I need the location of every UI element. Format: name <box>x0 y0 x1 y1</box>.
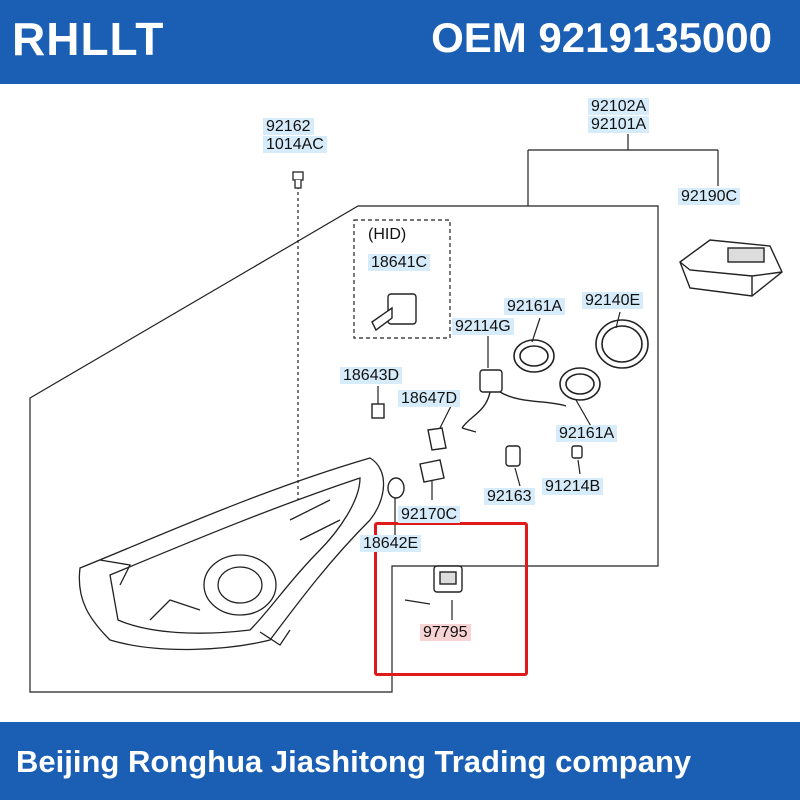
bolt-icon <box>292 171 304 189</box>
brand-name: RHLLT <box>12 13 165 65</box>
part-label-92114g: 92114G <box>452 318 514 335</box>
company-name: Beijing Ronghua Jiashitong Trading compa… <box>16 744 692 779</box>
part-label-92102a: 92102A <box>588 98 650 115</box>
bulb-icons <box>371 403 583 499</box>
part-label-92140e: 92140E <box>582 292 644 309</box>
socket-harness-icon <box>461 369 567 433</box>
part-label-97795: 97795 <box>420 624 471 641</box>
part-label-1014ac: 1014AC <box>263 136 327 153</box>
hid-box <box>353 219 451 339</box>
hid-bulb-icon <box>371 293 417 332</box>
cap-icons <box>513 319 649 401</box>
part-label-92163: 92163 <box>484 488 535 505</box>
part-label-18643d: 18643D <box>340 367 403 384</box>
highlight-box <box>374 522 528 676</box>
header-banner: RHLLT OEM 9219135000 <box>0 0 800 84</box>
footer-banner: Beijing Ronghua Jiashitong Trading compa… <box>0 722 800 800</box>
part-label-92161a-1: 92161A <box>504 298 566 315</box>
part-label-92170c: 92170C <box>398 506 461 523</box>
part-label-92190c: 92190C <box>678 188 741 205</box>
part-label-18647d: 18647D <box>398 390 461 407</box>
oem-number: OEM 9219135000 <box>431 14 772 61</box>
bracket-lines <box>527 134 719 206</box>
part-label-18641c: 18641C <box>368 254 431 271</box>
actuator-icon <box>433 565 463 593</box>
assembly-frame <box>29 205 659 693</box>
parts-diagram <box>29 134 783 693</box>
part-label-91214b: 91214B <box>542 478 604 495</box>
part-label-92162: 92162 <box>263 118 314 135</box>
part-label-92161a-2: 92161A <box>556 425 618 442</box>
part-label-18642e: 18642E <box>360 535 422 552</box>
part-label-92101a: 92101A <box>588 116 650 133</box>
headlamp-housing <box>78 457 385 651</box>
hid-label: (HID) <box>368 226 407 243</box>
ballast-icon <box>679 239 783 297</box>
